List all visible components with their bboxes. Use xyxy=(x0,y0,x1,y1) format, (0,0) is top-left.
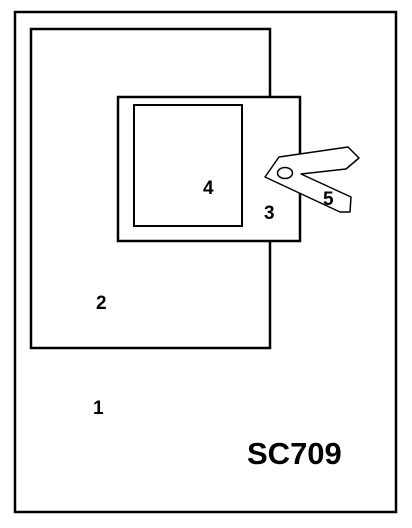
label-part-2: 2 xyxy=(96,293,107,314)
latch-pivot-hole xyxy=(276,166,294,180)
label-part-5: 5 xyxy=(323,189,334,210)
label-part-1: 1 xyxy=(93,398,104,419)
product-code: SC709 xyxy=(247,436,342,471)
label-part-4: 4 xyxy=(203,178,214,199)
label-part-3: 3 xyxy=(264,203,275,224)
window-square xyxy=(133,104,243,227)
outer-frame xyxy=(13,10,398,514)
latch xyxy=(264,146,360,213)
latch-plate xyxy=(264,146,360,213)
